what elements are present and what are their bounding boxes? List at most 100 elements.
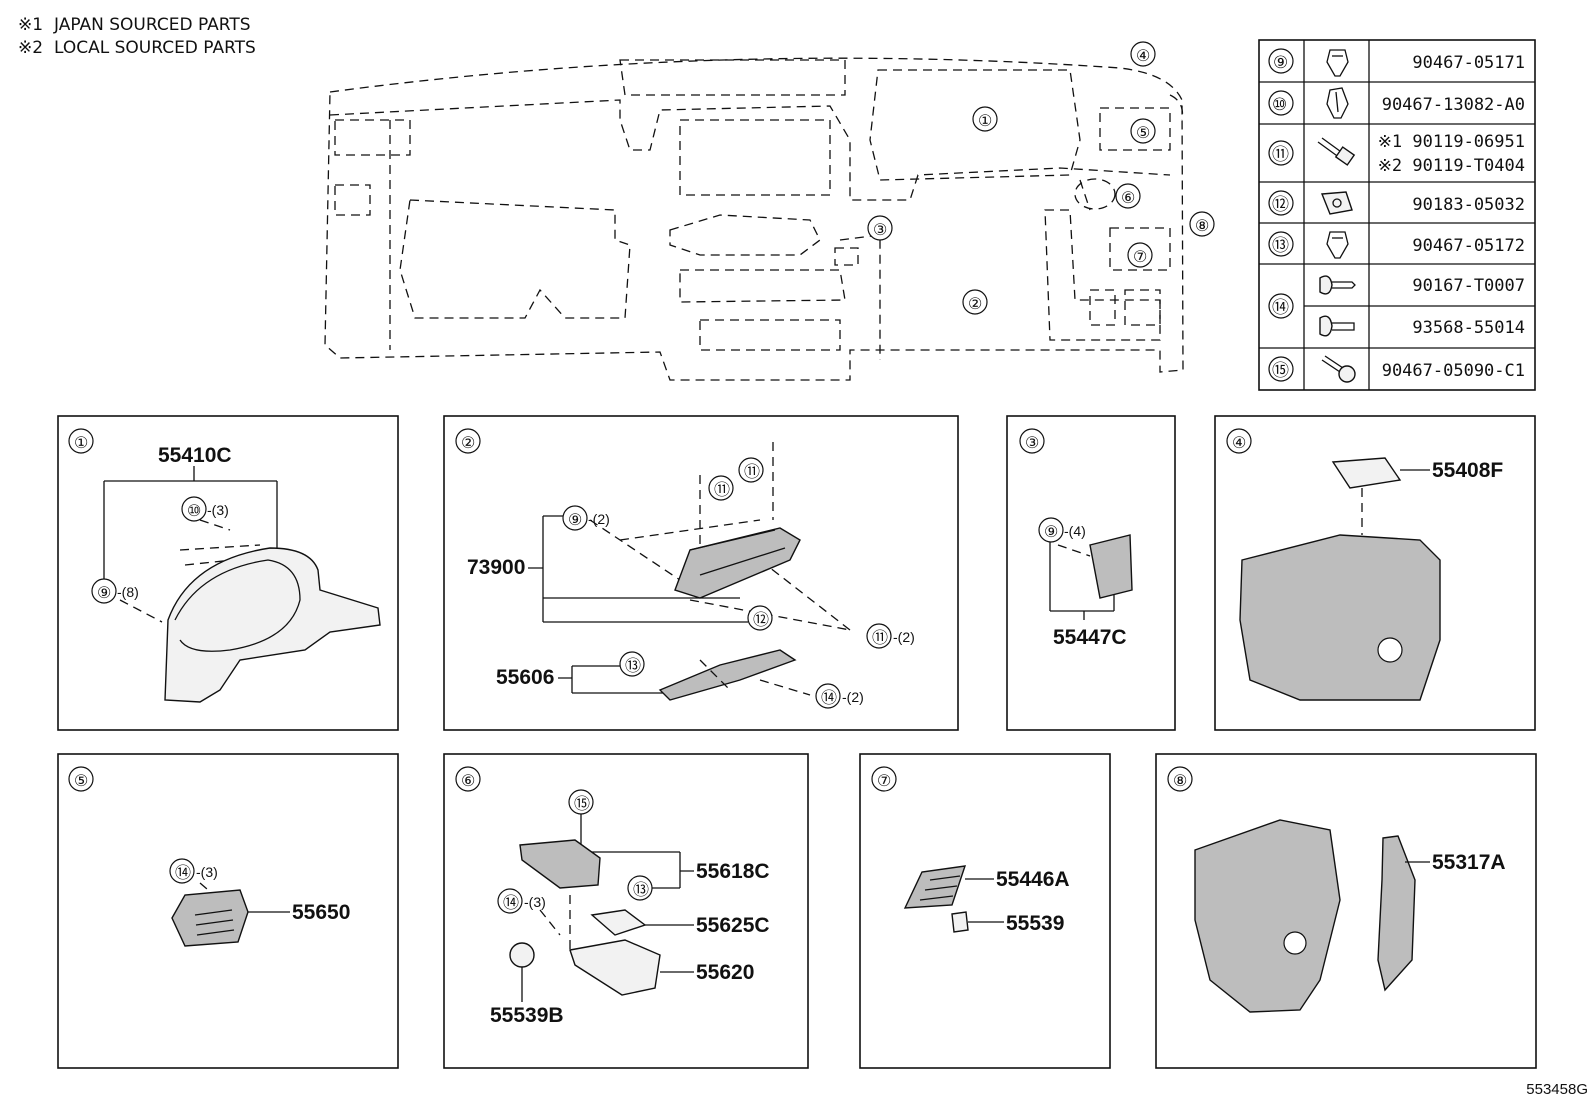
part-number: ※2 90119-T0404 — [1378, 156, 1525, 176]
callout-13: ⑬ — [625, 657, 641, 675]
panel-4: ④ 55408F — [1214, 415, 1536, 731]
switch-bezel — [903, 865, 967, 909]
side-panel — [1377, 835, 1416, 992]
callout-14: ⑭ — [821, 689, 837, 707]
part-label: 55317A — [1432, 851, 1506, 874]
table-row: ⑩ 90467-13082-A0 — [1268, 87, 1525, 119]
pin-icon — [1321, 355, 1356, 383]
overview-callout-3: ③ — [867, 215, 893, 241]
table-row: ⑫ 90183-05032 — [1268, 190, 1525, 216]
svg-text:④: ④ — [1136, 48, 1150, 65]
meter-hood — [164, 547, 381, 703]
overview-callout-2: ② — [962, 289, 988, 315]
callout-14: ⑭ — [175, 864, 191, 882]
callout-9-qty: -(4) — [1064, 523, 1086, 539]
callout-13: ⑬ — [633, 881, 649, 899]
table-row: 93568-55014 — [1319, 315, 1525, 338]
row-ref: ⑬ — [1272, 236, 1289, 255]
note-2-text: LOCAL SOURCED PARTS — [54, 38, 256, 58]
callout-14-qty: -(3) — [196, 864, 218, 880]
overview-callout-4: ④ — [1130, 41, 1156, 67]
part-label: 55410C — [158, 444, 232, 467]
callout-10-qty: -(3) — [207, 502, 229, 518]
panel-number: ⑧ — [1173, 773, 1187, 790]
nut-clip-icon — [1320, 191, 1353, 215]
callout-9: ⑨ — [1044, 524, 1058, 541]
hole-cover — [951, 911, 969, 933]
part-label: 55606 — [496, 666, 554, 689]
screw-icon — [1319, 315, 1355, 337]
clip-icon — [1326, 49, 1349, 77]
panel-number: ① — [74, 435, 88, 452]
dashboard-view — [1194, 819, 1341, 1013]
table-row: ⑮ 90467-05090-C1 — [1268, 355, 1525, 383]
clip-icon — [1326, 231, 1349, 259]
callout-9: ⑨ — [97, 585, 111, 602]
row-ref: ⑮ — [1272, 361, 1289, 380]
part-label: 55446A — [996, 868, 1070, 891]
part-number: 90183-05032 — [1412, 195, 1525, 215]
svg-text:②: ② — [968, 296, 982, 313]
panel-number: ④ — [1232, 435, 1246, 452]
sourcing-notes: ※1 JAPAN SOURCED PARTS ※2 LOCAL SOURCED … — [18, 15, 256, 58]
row-ref: ⑪ — [1272, 145, 1289, 164]
overview-callout-8: ⑧ — [1189, 211, 1215, 237]
part-label: 55408F — [1432, 459, 1503, 482]
table-row: ⑬ 90467-05172 — [1268, 231, 1525, 259]
dashboard-overview — [324, 57, 1184, 381]
note-1-mark: ※1 — [18, 15, 43, 35]
speaker-cover — [1331, 457, 1402, 489]
ash-receptacle-housing — [519, 839, 601, 889]
part-number: 90467-05171 — [1412, 53, 1525, 73]
part-label: 55618C — [696, 860, 770, 883]
callout-14-qty: -(3) — [524, 894, 546, 910]
note-2-mark: ※2 — [18, 38, 43, 58]
panel-number: ⑤ — [74, 773, 88, 790]
fastener-table: ⑨ 90467-05171 ⑩ 90467-13082-A0 ⑪ ※1 9011… — [1258, 39, 1536, 391]
panel-1: ① 55410C ⑩ -(3) ⑨ -(8) — [57, 415, 399, 731]
panel-3: ③ ⑨ -(4) 55447C — [1006, 415, 1176, 731]
svg-text:③: ③ — [873, 222, 887, 239]
screw-icon — [1319, 275, 1356, 295]
overview-callouts: ① ② ③ ④ ⑤ ⑥ ⑦ ⑧ — [867, 41, 1215, 315]
svg-text:①: ① — [978, 113, 992, 130]
callout-9-qty: -(2) — [588, 511, 610, 527]
callout-11c-qty: -(2) — [893, 629, 915, 645]
part-number: 90467-13082-A0 — [1382, 95, 1525, 115]
callout-11c: ⑪ — [872, 629, 888, 647]
part-label: 55539 — [1006, 912, 1064, 935]
svg-text:⑤: ⑤ — [1136, 125, 1150, 142]
clip-icon — [1326, 87, 1349, 119]
panel-number: ⑦ — [877, 773, 891, 790]
part-number: ※1 90119-06951 — [1378, 132, 1525, 152]
callout-9-qty: -(8) — [117, 584, 139, 600]
panel-2: ② 73900 ⑨ -(2) ⑪ ⑪ ⑫ ⑪ -(2) 55606 ⑬ ⑭ -(… — [443, 415, 959, 731]
svg-text:⑦: ⑦ — [1133, 249, 1147, 266]
callout-14-qty: -(2) — [842, 689, 864, 705]
panel-number: ② — [461, 435, 475, 452]
panel-7: ⑦ 55446A 55539 — [859, 753, 1111, 1069]
ash-receptacle-box — [569, 939, 661, 996]
part-label: 73900 — [467, 556, 525, 579]
part-number: 90167-T0007 — [1412, 276, 1525, 296]
svg-text:⑥: ⑥ — [1121, 190, 1135, 207]
part-label: 55620 — [696, 961, 754, 984]
row-ref: ⑩ — [1272, 95, 1287, 114]
svg-text:⑧: ⑧ — [1195, 218, 1209, 235]
panel-number: ⑥ — [461, 773, 475, 790]
bolt-icon — [1317, 137, 1356, 166]
table-row: ⑭ 90167-T0007 — [1268, 275, 1525, 319]
part-number: 90467-05090-C1 — [1382, 361, 1525, 381]
air-vent — [171, 889, 249, 947]
part-label: 55539B — [490, 1004, 564, 1027]
ash-tray-insert — [590, 909, 647, 936]
callout-11b: ⑪ — [744, 463, 760, 481]
callout-15: ⑮ — [574, 795, 590, 813]
part-number: 93568-55014 — [1412, 318, 1525, 338]
callout-9: ⑨ — [568, 512, 582, 529]
callout-11a: ⑪ — [714, 481, 730, 499]
callout-14: ⑭ — [503, 894, 519, 912]
row-ref: ⑭ — [1272, 298, 1289, 317]
note-1-text: JAPAN SOURCED PARTS — [53, 15, 251, 35]
